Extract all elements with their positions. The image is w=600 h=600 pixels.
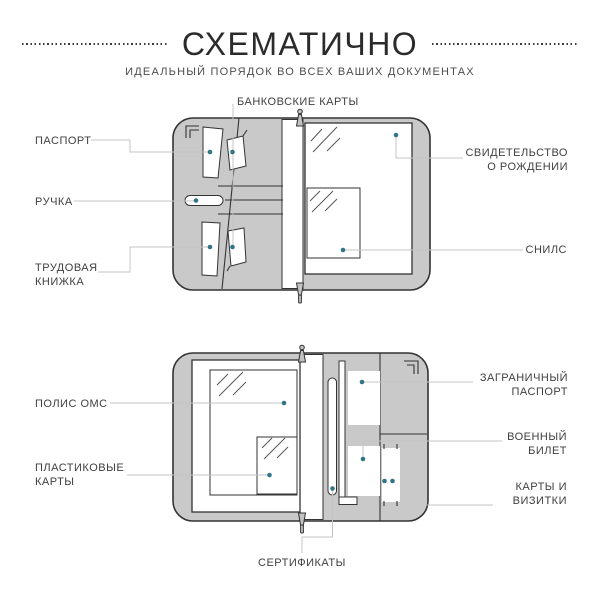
label-connectors-top bbox=[74, 104, 523, 273]
zipper-spine bbox=[281, 119, 304, 289]
snils-dot bbox=[340, 247, 346, 253]
cards-dot-2 bbox=[390, 478, 395, 484]
label-bank-cards: БАНКОВСКИЕ КАРТЫ bbox=[237, 96, 359, 108]
card-edge-tick bbox=[226, 265, 231, 272]
label-plastic-cards: ПЛАСТИКОВЫЕ КАРТЫ bbox=[35, 462, 125, 488]
military-id-pocket bbox=[348, 446, 380, 496]
label-military-id: ВОЕННЫЙ БИЛЕТ bbox=[507, 431, 567, 457]
slot-bottom-bar bbox=[338, 496, 358, 505]
bank-cards-dot-bottom bbox=[230, 244, 235, 250]
passport-connector bbox=[91, 139, 210, 153]
certificates-slot bbox=[327, 377, 337, 496]
title-dotted-rule-left bbox=[22, 43, 168, 45]
certificates-connector bbox=[301, 489, 333, 553]
pen-dot bbox=[193, 198, 199, 203]
marker-dots-bottom bbox=[267, 379, 395, 491]
plastic-cards-dot bbox=[267, 472, 272, 478]
zipper-spine bbox=[299, 354, 324, 520]
corner-bracket-icon bbox=[185, 125, 199, 138]
label-cards-business: КАРТЫ И ВИЗИТКИ bbox=[512, 481, 567, 507]
foreign-passport-dot bbox=[359, 379, 365, 385]
label-snils: СНИЛС bbox=[525, 244, 567, 256]
header: СХЕМАТИЧНО bbox=[0, 24, 600, 64]
foreign-passport-pocket bbox=[348, 371, 380, 425]
cards-slot-ticks bbox=[383, 444, 398, 506]
glass-shine-marks-small bbox=[261, 437, 289, 460]
work-book-dot bbox=[207, 244, 213, 250]
zipper-pull-top-icon bbox=[295, 108, 305, 127]
bank-card-pocket-top bbox=[226, 135, 247, 171]
title-dotted-rule-right bbox=[432, 43, 578, 45]
cards-slot bbox=[382, 448, 400, 502]
military-id-dot bbox=[360, 456, 366, 462]
glass-shine-marks bbox=[310, 126, 341, 153]
label-birth-certificate: СВИДЕТЕЛЬСТВО О РОЖДЕНИИ bbox=[465, 147, 568, 173]
zipper-pull-bottom-icon bbox=[295, 282, 305, 304]
label-pen: РУЧКА bbox=[35, 196, 73, 208]
certificates-dot bbox=[330, 486, 335, 491]
oms-dot bbox=[281, 400, 287, 406]
snils-pocket bbox=[306, 187, 361, 259]
marker-dots-top bbox=[193, 132, 399, 253]
page-title: СХЕМАТИЧНО bbox=[181, 26, 419, 62]
birth-certificate-connector bbox=[395, 135, 463, 159]
bank-cards-dot-top bbox=[230, 149, 235, 155]
corner-bracket-icon-mirrored bbox=[404, 360, 419, 374]
organizer-open-bottom bbox=[110, 344, 502, 553]
military-id-connector bbox=[362, 440, 502, 459]
glass-shine-marks bbox=[216, 371, 247, 397]
label-work-book: ТРУДОВАЯ КНИЖКА bbox=[35, 262, 98, 288]
label-certificates: СЕРТИФИКАТЫ bbox=[258, 557, 346, 569]
label-passport: ПАСПОРТ bbox=[35, 135, 92, 147]
birth-certificate-dot bbox=[393, 132, 399, 138]
passport-dot bbox=[207, 149, 213, 155]
passport-pocket bbox=[202, 126, 224, 179]
organizer-open-top bbox=[74, 104, 523, 304]
work-book-connector bbox=[98, 246, 210, 273]
cards-dot-1 bbox=[382, 478, 387, 484]
page-subtitle: ИДЕАЛЬНЫЙ ПОРЯДОК ВО ВСЕХ ВАШИХ ДОКУМЕНТ… bbox=[125, 66, 475, 78]
card-edge-tick bbox=[242, 129, 248, 137]
label-connectors-bottom bbox=[110, 381, 502, 553]
glass-shine-marks-small bbox=[309, 190, 338, 213]
document-edge-strip bbox=[338, 360, 346, 505]
zipper-pull-top-icon bbox=[297, 344, 307, 363]
label-foreign-passport: ЗАГРАНИЧНЫЙ ПАСПОРТ bbox=[479, 372, 568, 398]
zipper-pull-bottom-icon bbox=[297, 512, 307, 534]
label-oms-policy: ПОЛИС ОМС bbox=[35, 398, 108, 410]
